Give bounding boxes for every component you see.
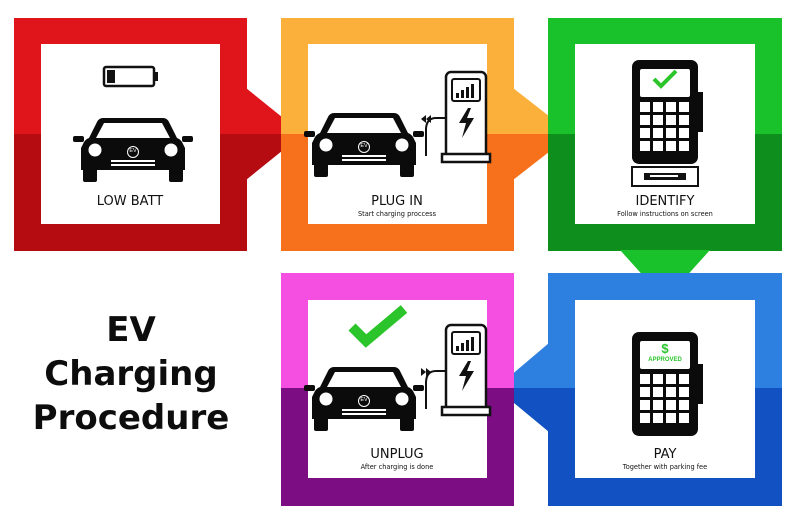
step-pay: $ APPROVED PAY Together with parking fee (496, 273, 782, 506)
step-unplug-title: UNPLUG (370, 447, 423, 462)
car-badge: EV (129, 148, 137, 154)
payment-terminal-icon (632, 60, 703, 164)
step-unplug-subtitle: After charging is done (361, 463, 434, 471)
step-plug-in-subtitle: Start charging proccess (358, 210, 437, 218)
diagram-title: EV Charging Procedure (0, 308, 262, 440)
car-badge: EV (360, 397, 368, 403)
title-line-1: EV (106, 310, 156, 350)
battery-low-icon (102, 65, 158, 88)
step-plug-in: EV PLUG IN Start charging proccess (281, 18, 572, 251)
step-identify-title: IDENTIFY (636, 194, 695, 209)
car-badge: EV (360, 143, 368, 149)
step-identify: IDENTIFY Follow instructions on screen (548, 18, 782, 300)
title-line-3: Procedure (32, 398, 230, 438)
card-reader-icon (631, 166, 699, 187)
step-identify-subtitle: Follow instructions on screen (617, 210, 713, 218)
step-unplug: EV UNPLUG After charging is done (281, 273, 514, 506)
checkmark-icon (348, 305, 408, 348)
step-plug-in-title: PLUG IN (371, 194, 423, 209)
approved-label: APPROVED (648, 357, 682, 363)
step-low-batt-title: LOW BATT (97, 194, 164, 209)
step-pay-title: PAY (654, 447, 677, 462)
step-low-batt: EV LOW BATT (14, 18, 303, 251)
checkmark-icon (652, 69, 678, 89)
title-line-2: Charging (44, 354, 218, 394)
step-pay-subtitle: Together with parking fee (622, 463, 707, 471)
dollar-sign: $ (661, 341, 669, 356)
